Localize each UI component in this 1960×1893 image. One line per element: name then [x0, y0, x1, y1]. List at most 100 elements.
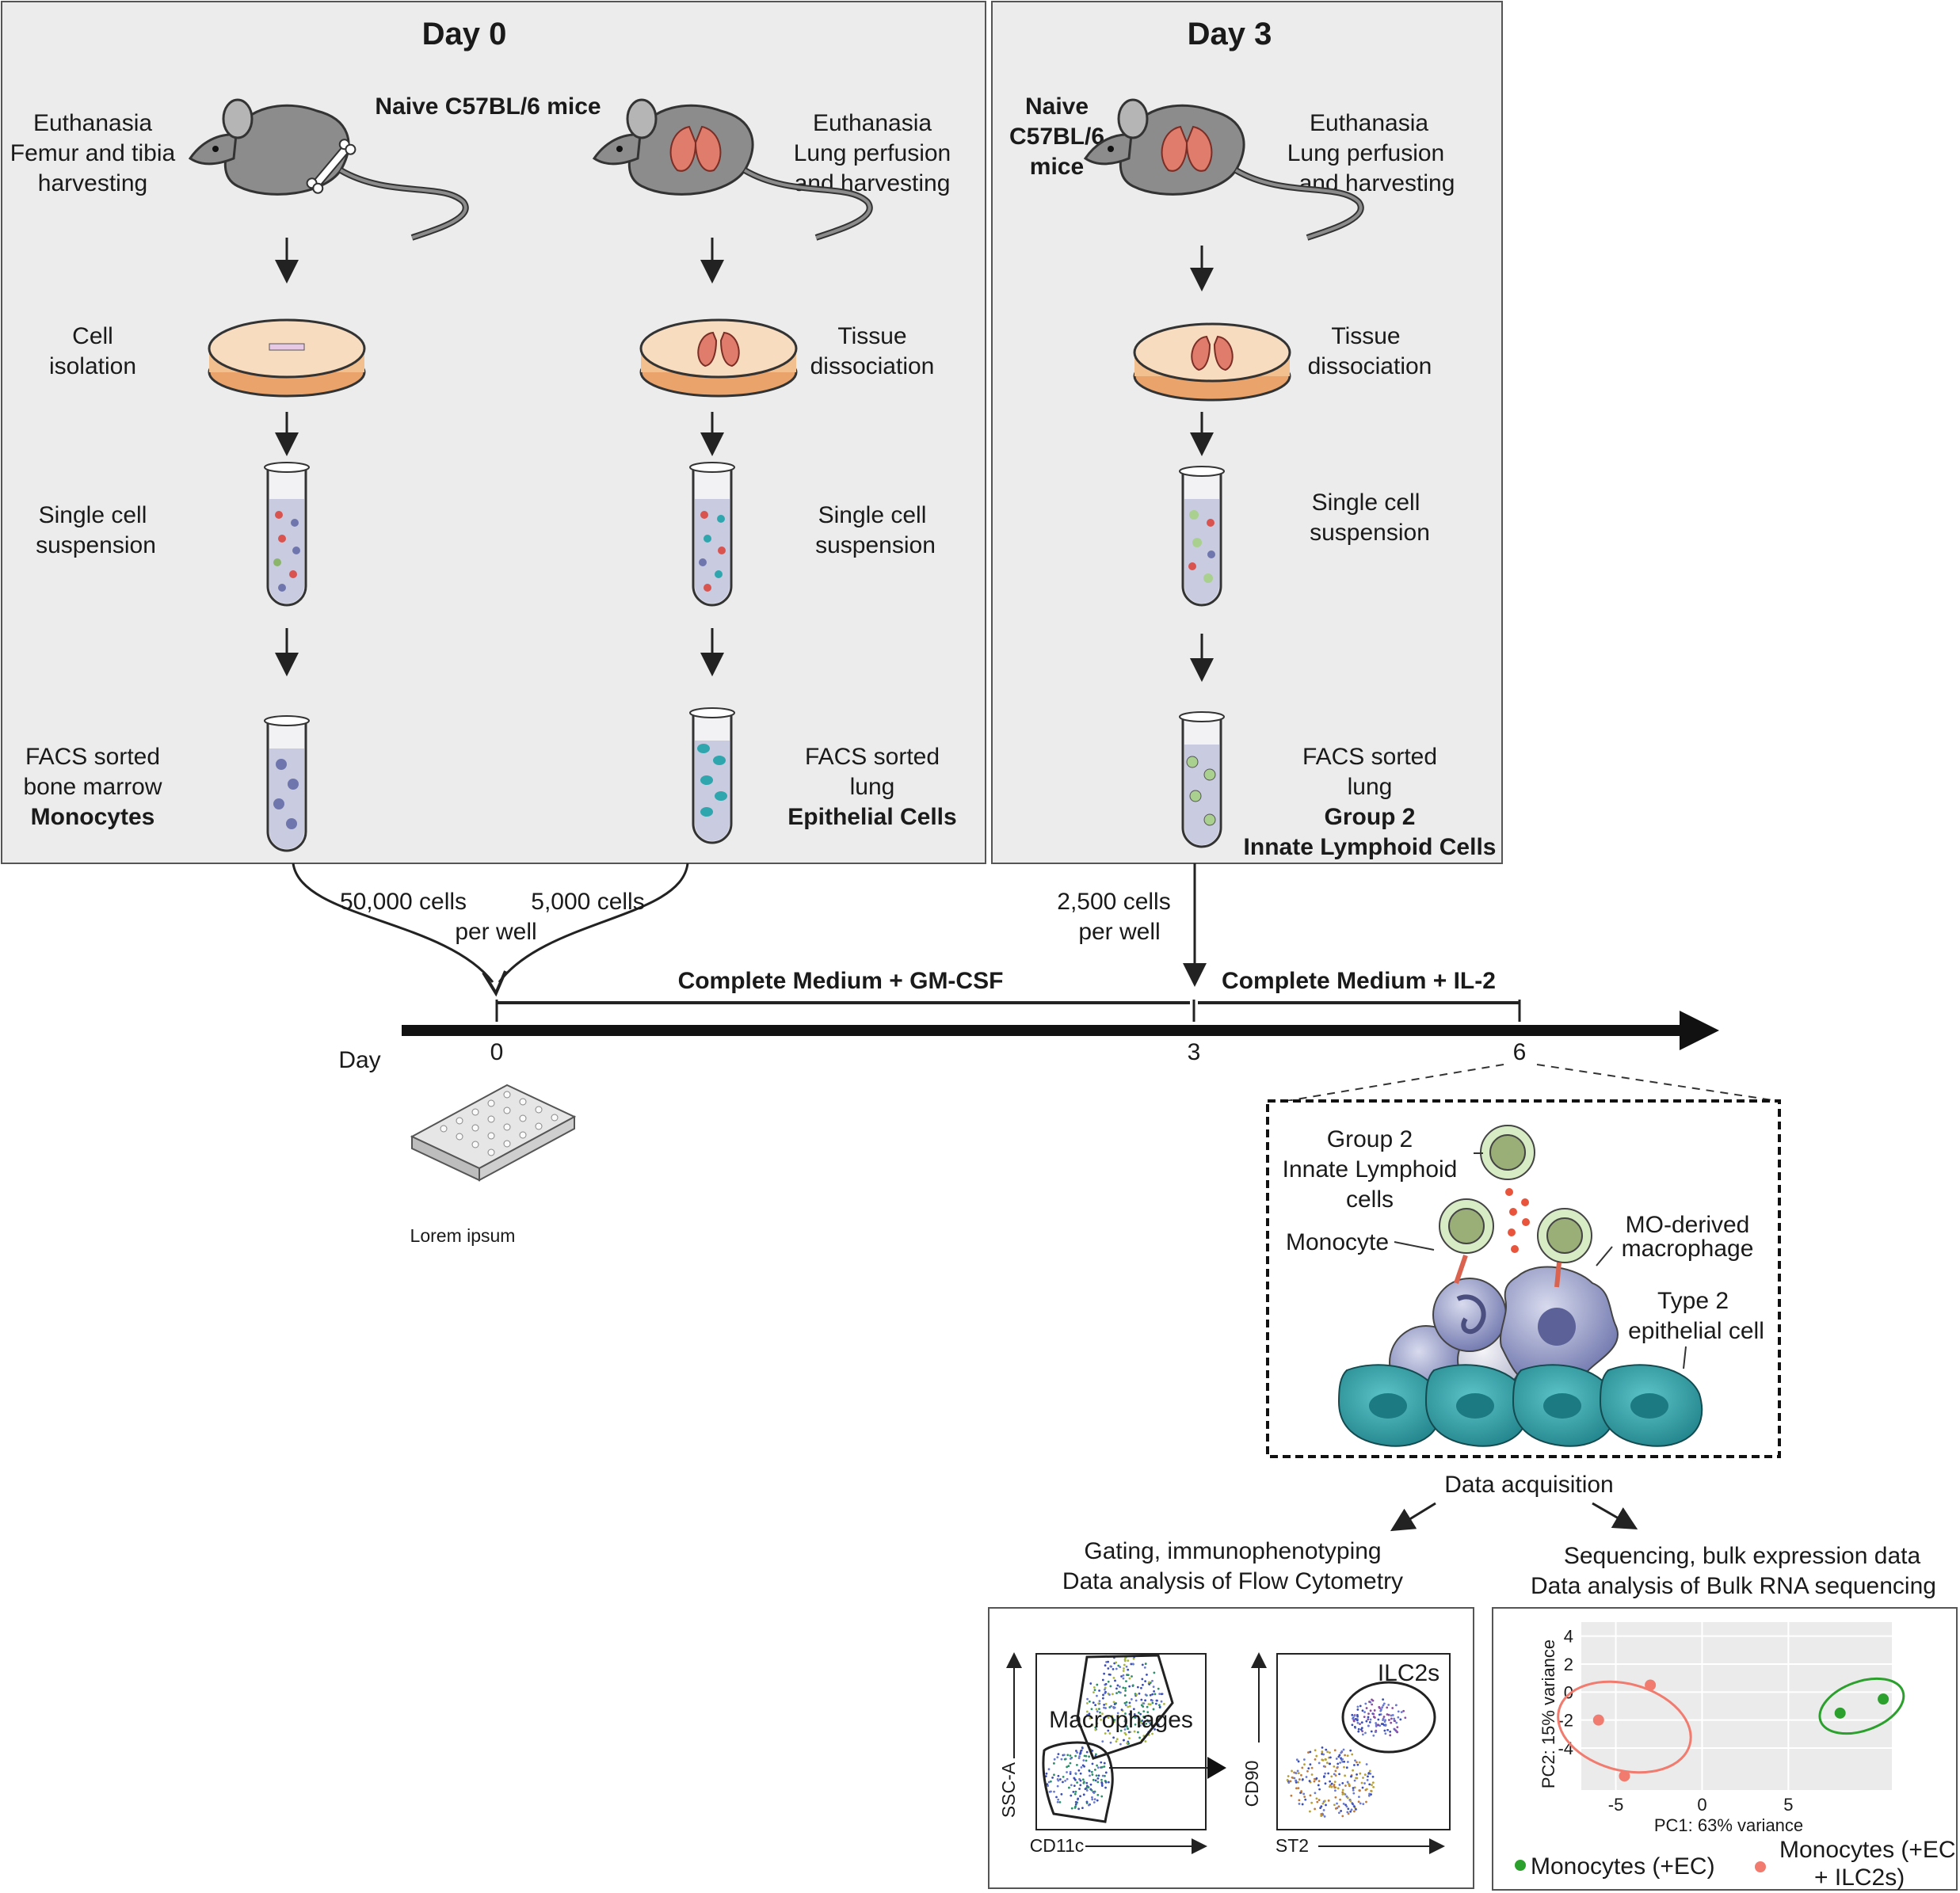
flow-event-dot: [1344, 1754, 1347, 1757]
flow-event-dot: [1069, 1754, 1072, 1757]
flow-event-dot: [1119, 1691, 1122, 1694]
flow-event-dot: [1286, 1779, 1289, 1781]
flow-event-dot: [1137, 1721, 1140, 1724]
right-step4-line3: Epithelial Cells: [787, 804, 956, 830]
flow-event-dot: [1085, 1710, 1089, 1713]
epithelial-cell-icon: [1337, 1364, 1442, 1447]
flow-event-dot: [1107, 1660, 1110, 1663]
right-step2-line1: Tissue: [837, 323, 906, 349]
flow-event-dot: [1058, 1800, 1062, 1803]
flow-event-dot: [1328, 1785, 1331, 1788]
flow-event-dot: [1127, 1659, 1130, 1663]
flow-event-dot: [1372, 1712, 1375, 1716]
flow-event-dot: [1363, 1773, 1367, 1776]
day0-mice-label: Naive C57BL/6 mice: [375, 93, 601, 120]
flow-event-dot: [1100, 1778, 1103, 1781]
flow-event-dot: [1057, 1798, 1060, 1801]
flow-event-dot: [1151, 1693, 1154, 1696]
pca-xtick: -5: [1608, 1795, 1624, 1815]
zoom-line-right: [1536, 1064, 1779, 1102]
flow-event-dot: [1297, 1772, 1300, 1775]
flow-event-dot: [1089, 1774, 1091, 1777]
flow-event-dot: [1344, 1803, 1348, 1807]
flow-event-dot: [1336, 1766, 1339, 1769]
petri-dish-lung-day3: [1133, 322, 1291, 402]
flow-event-dot: [1126, 1674, 1128, 1676]
flow-event-dot: [1384, 1724, 1387, 1727]
flow-event-dot: [1310, 1801, 1314, 1804]
flow-event-dot: [1298, 1803, 1301, 1805]
flow-event-dot: [1390, 1721, 1393, 1724]
flow-event-dot: [1361, 1730, 1363, 1733]
flow-event-dot: [1078, 1788, 1081, 1790]
flow-event-dot: [1081, 1807, 1084, 1810]
flow-event-dot: [1300, 1790, 1302, 1792]
flow-event-dot: [1070, 1784, 1073, 1787]
day3-step2-line2: dissociation: [1308, 353, 1432, 379]
seed-per-well: per well: [455, 919, 536, 945]
flow-event-dot: [1324, 1772, 1327, 1775]
flow-event-dot: [1117, 1664, 1120, 1667]
flow-event-dot: [1105, 1660, 1108, 1663]
flow-event-dot: [1306, 1769, 1309, 1773]
flow-event-dot: [1104, 1732, 1107, 1735]
flow-event-dot: [1048, 1790, 1051, 1793]
flow-event-dot: [1375, 1722, 1378, 1724]
flow-event-dot: [1333, 1789, 1337, 1792]
flow-event-dot: [1352, 1803, 1354, 1806]
flow-event-dot: [1314, 1758, 1317, 1761]
flow-event-dot: [1131, 1675, 1133, 1678]
flow-event-dot: [1112, 1667, 1115, 1670]
flow-event-dot: [1351, 1753, 1354, 1756]
flow-event-dot: [1372, 1734, 1375, 1737]
flow-event-dot: [1396, 1731, 1399, 1734]
mouse-lung-icon-day3: [1083, 98, 1364, 241]
flow-event-dot: [1078, 1755, 1081, 1758]
flow-event-dot: [1091, 1796, 1093, 1799]
flow-event-dot: [1077, 1797, 1080, 1800]
flow-event-dot: [1371, 1699, 1375, 1702]
flow-event-dot: [1127, 1668, 1130, 1671]
flow-event-dot: [1044, 1775, 1047, 1778]
flow-event-dot: [1098, 1689, 1100, 1692]
flow-event-dot: [1344, 1774, 1347, 1777]
flow-event-dot: [1346, 1761, 1349, 1763]
flow-event-dot: [1091, 1724, 1094, 1727]
flow-event-dot: [1130, 1698, 1133, 1701]
flow-event-dot: [1153, 1671, 1156, 1674]
seed-epi-count: 5,000 cells: [531, 889, 644, 915]
flow-event-dot: [1382, 1698, 1385, 1701]
flow-event-dot: [1111, 1693, 1114, 1696]
flow-event-dot: [1157, 1687, 1160, 1690]
flow-event-dot: [1386, 1706, 1389, 1709]
flow-event-dot: [1378, 1713, 1381, 1716]
flow-event-dot: [1094, 1779, 1097, 1782]
flow-event-dot: [1057, 1753, 1060, 1756]
flow-event-dot: [1322, 1809, 1325, 1811]
flow-event-dot: [1356, 1719, 1359, 1722]
flow-event-dot: [1381, 1706, 1384, 1709]
flow-event-dot: [1353, 1714, 1356, 1717]
flow-event-dot: [1124, 1718, 1127, 1721]
flow-event-dot: [1080, 1749, 1083, 1752]
flow-event-dot: [1132, 1657, 1135, 1660]
flow-event-dot: [1322, 1753, 1325, 1756]
flow-event-dot: [1128, 1701, 1131, 1704]
epithelial-cell-icon: [1512, 1364, 1616, 1447]
flow-event-dot: [1382, 1704, 1385, 1707]
flow-event-dot: [1359, 1704, 1362, 1708]
tube-sorted-ilc2: [1179, 711, 1225, 848]
flow-event-dot: [1363, 1711, 1366, 1714]
flow-event-dot: [1295, 1779, 1297, 1782]
flow-event-dot: [1096, 1694, 1098, 1697]
flow-event-dot: [1368, 1720, 1371, 1724]
flow-event-dot: [1334, 1807, 1337, 1810]
flow-event-dot: [1397, 1710, 1400, 1713]
flow-event-dot: [1290, 1794, 1293, 1797]
day3-step3-line1: Single cell: [1312, 489, 1420, 516]
flow-event-dot: [1147, 1681, 1150, 1684]
day0-right-texts: Euthanasia Lung perfusion and harvesting…: [787, 110, 956, 830]
flow-event-dot: [1091, 1762, 1094, 1765]
flow-event-dot: [1339, 1798, 1341, 1801]
flow-event-dot: [1079, 1784, 1082, 1787]
